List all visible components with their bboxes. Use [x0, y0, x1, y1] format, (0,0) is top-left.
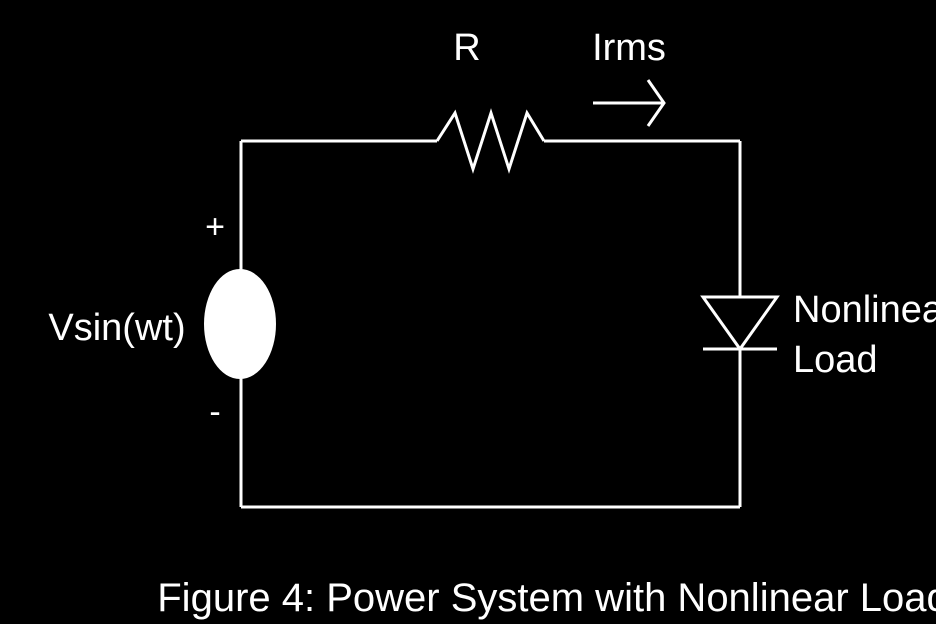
diode-symbol [700, 295, 780, 352]
plus-terminal-label: + [205, 208, 225, 246]
load-label-line1: Nonlinear [793, 289, 936, 331]
load-label-line2: Load [793, 339, 878, 381]
resistor-symbol [435, 108, 546, 174]
minus-terminal-label: - [209, 393, 220, 431]
current-arrow [593, 79, 666, 127]
figure-caption: Figure 4: Power System with Nonlinear Lo… [157, 576, 936, 620]
voltage-source-symbol [204, 269, 276, 379]
current-label: Irms [592, 27, 666, 69]
circuit-wires [239, 139, 742, 509]
resistor-label: R [453, 27, 480, 69]
source-label: Vsin(wt) [48, 307, 185, 349]
